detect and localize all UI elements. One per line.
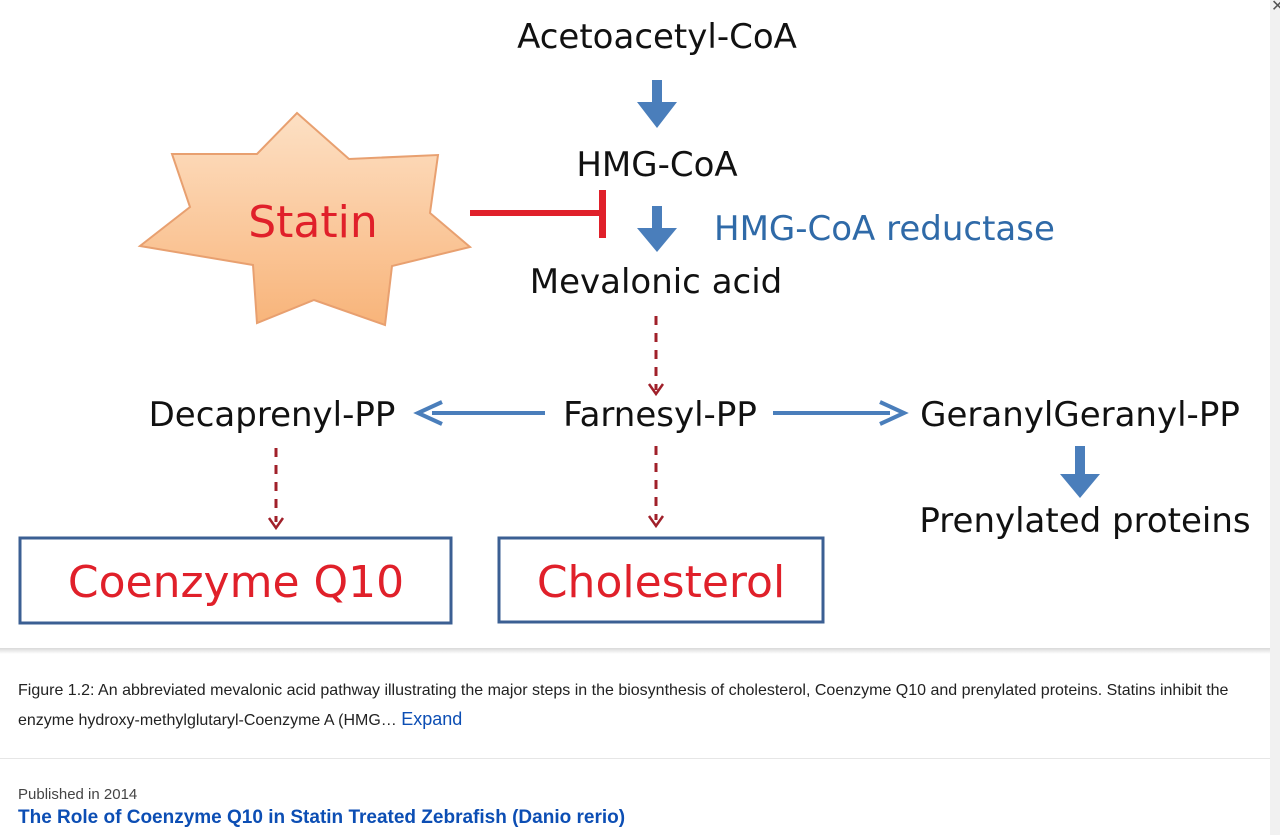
node-farnesyl-pp: Farnesyl-PP [563,395,757,435]
node-acetoacetyl-coa: Acetoacetyl-CoA [517,17,797,57]
node-mevalonic-acid: Mevalonic acid [530,262,783,302]
node-decaprenyl-pp: Decaprenyl-PP [149,395,396,435]
caption-text: Figure 1.2: An abbreviated mevalonic aci… [18,682,1229,729]
cholesterol-box [497,536,825,624]
divider [0,648,1270,654]
star-icon [137,111,473,327]
dashed-arrow-icon [647,446,665,529]
arrow-right-icon [773,400,909,426]
arrow-left-icon [413,400,545,426]
node-prenylated-proteins: Prenylated proteins [919,501,1250,541]
node-cholesterol: Cholesterol [537,557,785,608]
arrow-down-icon [637,80,677,128]
statin-label: Statin [248,197,378,248]
dashed-arrow-icon [647,316,665,397]
figure-caption: Figure 1.2: An abbreviated mevalonic aci… [18,677,1238,735]
publication-title-link[interactable]: The Role of Coenzyme Q10 in Statin Treat… [18,807,626,828]
node-coenzyme-q10: Coenzyme Q10 [68,557,404,608]
separator [0,758,1270,759]
expand-link[interactable]: Expand [401,709,463,729]
node-hmg-coa: HMG-CoA [576,145,737,185]
published-date: Published in 2014 [18,786,138,803]
arrow-down-icon [637,206,677,252]
figure-image: Acetoacetyl-CoA HMG-CoA HMG-CoA reductas… [18,17,1251,625]
scrollbar[interactable] [1270,0,1280,835]
enzyme-hmg-coa-reductase: HMG-CoA reductase [714,209,1055,249]
inhibition-icon [470,190,606,238]
node-geranylgeranyl-pp: GeranylGeranyl-PP [920,395,1240,435]
arrow-down-icon [1060,446,1100,498]
close-icon[interactable]: ✕ [1271,0,1280,15]
pathway-diagram: Acetoacetyl-CoA HMG-CoA HMG-CoA reductas… [18,17,1251,625]
coenzyme-q10-box [18,536,453,625]
dashed-arrow-icon [267,448,285,531]
